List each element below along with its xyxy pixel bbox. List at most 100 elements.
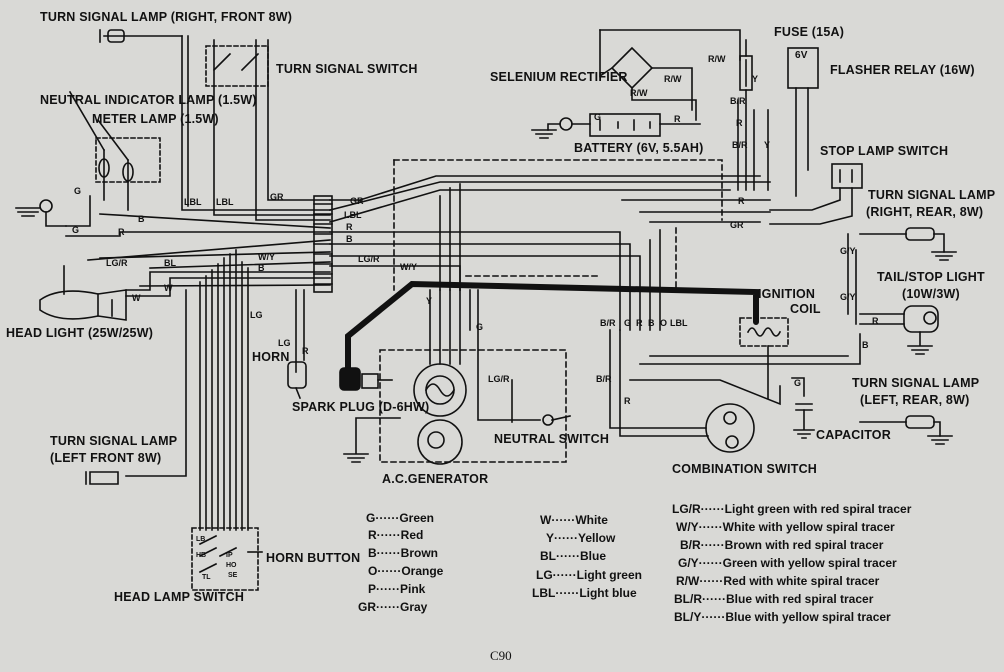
- wire-label: B/R: [600, 318, 616, 328]
- wire-label: R: [346, 222, 353, 232]
- wire-label: G: [624, 318, 632, 328]
- wire-label: B: [648, 318, 655, 328]
- legend-item: R/W······Red with white spiral tracer: [676, 574, 880, 588]
- switch-terminal: IP: [226, 552, 233, 559]
- turn-signal-lamp-rf-symbol: [99, 29, 183, 43]
- label-turn-signal-lamp-lf-spec: (LEFT FRONT 8W): [50, 451, 162, 465]
- head-light-symbol: [39, 265, 127, 321]
- flasher-relay-symbol: [767, 47, 819, 197]
- label-ac-generator: A.C.GENERATOR: [382, 472, 489, 486]
- wire-label: GR: [350, 196, 364, 206]
- battery-symbol: [531, 113, 701, 139]
- tail-stop-light-symbol: [847, 233, 939, 355]
- wire-label: LG/R: [358, 254, 380, 264]
- legend-item: W/Y······White with yellow spiral tracer: [676, 520, 895, 534]
- wire-label: G/Y: [840, 246, 856, 256]
- label-neutral-switch: NEUTRAL SWITCH: [494, 432, 610, 446]
- label-stop-lamp-switch: STOP LAMP SWITCH: [820, 144, 949, 158]
- switch-terminal: SE: [228, 572, 238, 579]
- legend-item: B/R······Brown with red spiral tracer: [680, 538, 884, 552]
- label-spark-plug: SPARK PLUG (D-6HW): [292, 400, 430, 414]
- label-tail-stop-light-spec: (10W/3W): [902, 287, 960, 301]
- wire-label: B: [258, 263, 265, 273]
- label-tail-stop-light: TAIL/STOP LIGHT: [877, 270, 985, 284]
- neutral-switch-symbol: [477, 289, 571, 426]
- label-head-lamp-switch: HEAD LAMP SWITCH: [114, 590, 245, 604]
- wire-label: BL: [164, 258, 176, 268]
- ignition-coil-symbol: [739, 317, 789, 399]
- wire-label: LBL: [344, 210, 362, 220]
- wire-label: R/W: [708, 54, 726, 64]
- label-flasher-relay: FLASHER RELAY (16W): [830, 63, 975, 77]
- wire-label: R: [624, 396, 631, 406]
- wire-label: Y: [752, 74, 759, 84]
- legend-item: W······White: [540, 513, 608, 527]
- wire-label: G/Y: [840, 292, 856, 302]
- horn-symbol: [287, 361, 307, 400]
- wire-label: GR: [270, 192, 284, 202]
- label-meter-lamp: METER LAMP (1.5W): [92, 112, 219, 126]
- wire-label: Y: [426, 296, 433, 306]
- main-harness: [65, 35, 333, 531]
- wire-label: R: [736, 118, 743, 128]
- legend-item: G/Y······Green with yellow spiral tracer: [678, 556, 897, 570]
- legend-item: G······Green: [366, 511, 435, 525]
- label-turn-signal-lamp-rf: TURN SIGNAL LAMP (RIGHT, FRONT 8W): [40, 10, 293, 24]
- legend-item: LG······Light green: [536, 568, 642, 582]
- wire-label: G: [476, 322, 484, 332]
- turn-signal-lamp-lr-symbol: [859, 415, 953, 445]
- wire-label: R/W: [630, 88, 648, 98]
- label-horn: HORN: [252, 350, 290, 364]
- label-flasher-6v: 6V: [795, 50, 808, 61]
- wire-label: R/W: [664, 74, 682, 84]
- label-coil: COIL: [790, 302, 821, 316]
- legend-item: Y······Yellow: [546, 531, 616, 545]
- switch-terminal: HO: [226, 562, 237, 569]
- label-fuse: FUSE (15A): [774, 25, 845, 39]
- wire-label: B: [138, 214, 145, 224]
- label-neutral-indicator-lamp: NEUTRAL INDICATOR LAMP (1.5W): [40, 93, 257, 107]
- switch-terminal: TL: [202, 574, 211, 581]
- wire-label: R: [738, 196, 745, 206]
- wire-label: GR: [730, 220, 744, 230]
- head-lamp-switch-box: [191, 527, 263, 591]
- legend-item: P······Pink: [368, 582, 426, 596]
- wire-label: G: [72, 225, 80, 235]
- legend-item: BL/Y······Blue with yellow spiral tracer: [674, 610, 891, 624]
- label-turn-signal-lamp-rr: TURN SIGNAL LAMP: [868, 188, 996, 202]
- legend-item: LG/R······Light green with red spiral tr…: [672, 502, 912, 516]
- engine-outline: [379, 159, 723, 463]
- capacitor-symbol: [791, 377, 815, 439]
- wire-label: LG/R: [488, 374, 510, 384]
- wire-label: B: [346, 234, 353, 244]
- wire-label: W: [132, 293, 141, 303]
- wire-label: G: [794, 378, 802, 388]
- page-footer: C90: [490, 648, 512, 663]
- label-turn-signal-lamp-rr-spec: (RIGHT, REAR, 8W): [866, 205, 984, 219]
- legend-item: O······Orange: [368, 564, 444, 578]
- meter-ground: [15, 199, 67, 227]
- fuse-symbol: [737, 39, 755, 191]
- legend-item: B······Brown: [368, 546, 438, 560]
- wire-label: LBL: [670, 318, 688, 328]
- label-selenium-rectifier: SELENIUM RECTIFIER: [490, 70, 628, 84]
- wire-label: W/Y: [258, 252, 275, 262]
- wire-label: LG/R: [106, 258, 128, 268]
- wire-label: LBL: [184, 197, 202, 207]
- wire-label: G: [594, 112, 602, 122]
- label-turn-signal-lamp-lr-spec: (LEFT, REAR, 8W): [860, 393, 970, 407]
- wire-label: R: [636, 318, 643, 328]
- legend-item: GR······Gray: [358, 600, 428, 614]
- wire-label: R: [302, 346, 309, 356]
- spark-plug-lead: [345, 280, 759, 375]
- label-battery: BATTERY (6V, 5.5AH): [574, 141, 704, 155]
- label-head-light: HEAD LIGHT (25W/25W): [6, 326, 154, 340]
- selenium-rectifier-symbol: [599, 29, 741, 121]
- turn-signal-lamp-lf-symbol: [85, 471, 119, 485]
- label-horn-button: HORN BUTTON: [266, 551, 361, 565]
- label-combination-switch: COMBINATION SWITCH: [672, 462, 818, 476]
- wire-label: W: [164, 283, 173, 293]
- ac-generator-symbol: [343, 289, 471, 465]
- stop-lamp-switch-symbol: [769, 163, 863, 225]
- label-capacitor: CAPACITOR: [816, 428, 891, 442]
